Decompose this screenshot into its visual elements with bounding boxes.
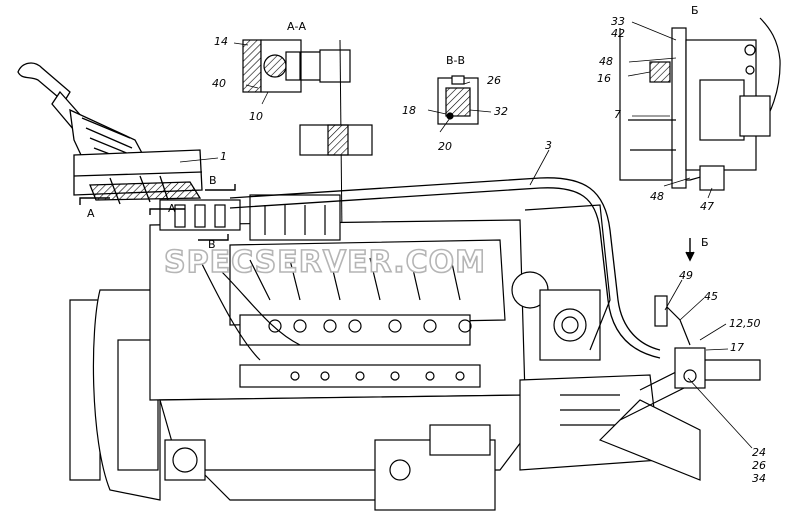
pipe-3 xyxy=(229,177,661,359)
callout-42: 42 xyxy=(611,27,625,40)
section-bb-detail xyxy=(437,75,479,125)
callout-49: 49 xyxy=(679,269,693,282)
detail-b-inset xyxy=(619,17,781,191)
callout-26-bottom: 26 xyxy=(752,459,766,472)
section-arrow-b-label: В xyxy=(209,174,217,187)
section-arrow-a-label: А xyxy=(87,207,95,220)
leader-lines xyxy=(179,21,753,449)
callout-3: 3 xyxy=(545,139,552,152)
callout-20: 20 xyxy=(438,140,452,153)
callout-24: 24 xyxy=(752,446,766,459)
callout-16: 16 xyxy=(597,72,611,85)
section-aa-title: А-А xyxy=(287,20,306,33)
callout-7: 7 xyxy=(614,108,621,121)
section-arrow-b-label-2: В xyxy=(208,238,216,251)
callout-14: 14 xyxy=(214,35,228,48)
watermark: SPECSERVER.COM xyxy=(164,245,486,280)
callout-18: 18 xyxy=(402,104,416,117)
gear-shift-lever xyxy=(17,62,203,205)
callout-33: 33 xyxy=(611,15,625,28)
view-arrow-b-label: Б xyxy=(701,236,709,249)
section-arrows xyxy=(79,184,695,262)
callout-12-50: 12,50 xyxy=(729,317,761,330)
section-arrow-a-label-2: А xyxy=(168,202,176,215)
callout-47: 47 xyxy=(700,200,714,213)
callout-10: 10 xyxy=(249,110,263,123)
callout-1: 1 xyxy=(220,150,227,163)
callout-17: 17 xyxy=(730,341,744,354)
callout-34: 34 xyxy=(752,472,766,485)
engine-block xyxy=(69,194,761,511)
callout-40: 40 xyxy=(212,77,226,90)
callout-32: 32 xyxy=(494,105,508,118)
callout-26-top: 26 xyxy=(487,74,501,87)
callout-48-bottom: 48 xyxy=(650,190,664,203)
callout-48-top: 48 xyxy=(599,55,613,68)
section-bb-title: В-В xyxy=(446,54,465,67)
callout-45: 45 xyxy=(704,290,718,303)
section-aa-detail xyxy=(242,39,373,236)
detail-b-title: Б xyxy=(691,4,699,17)
